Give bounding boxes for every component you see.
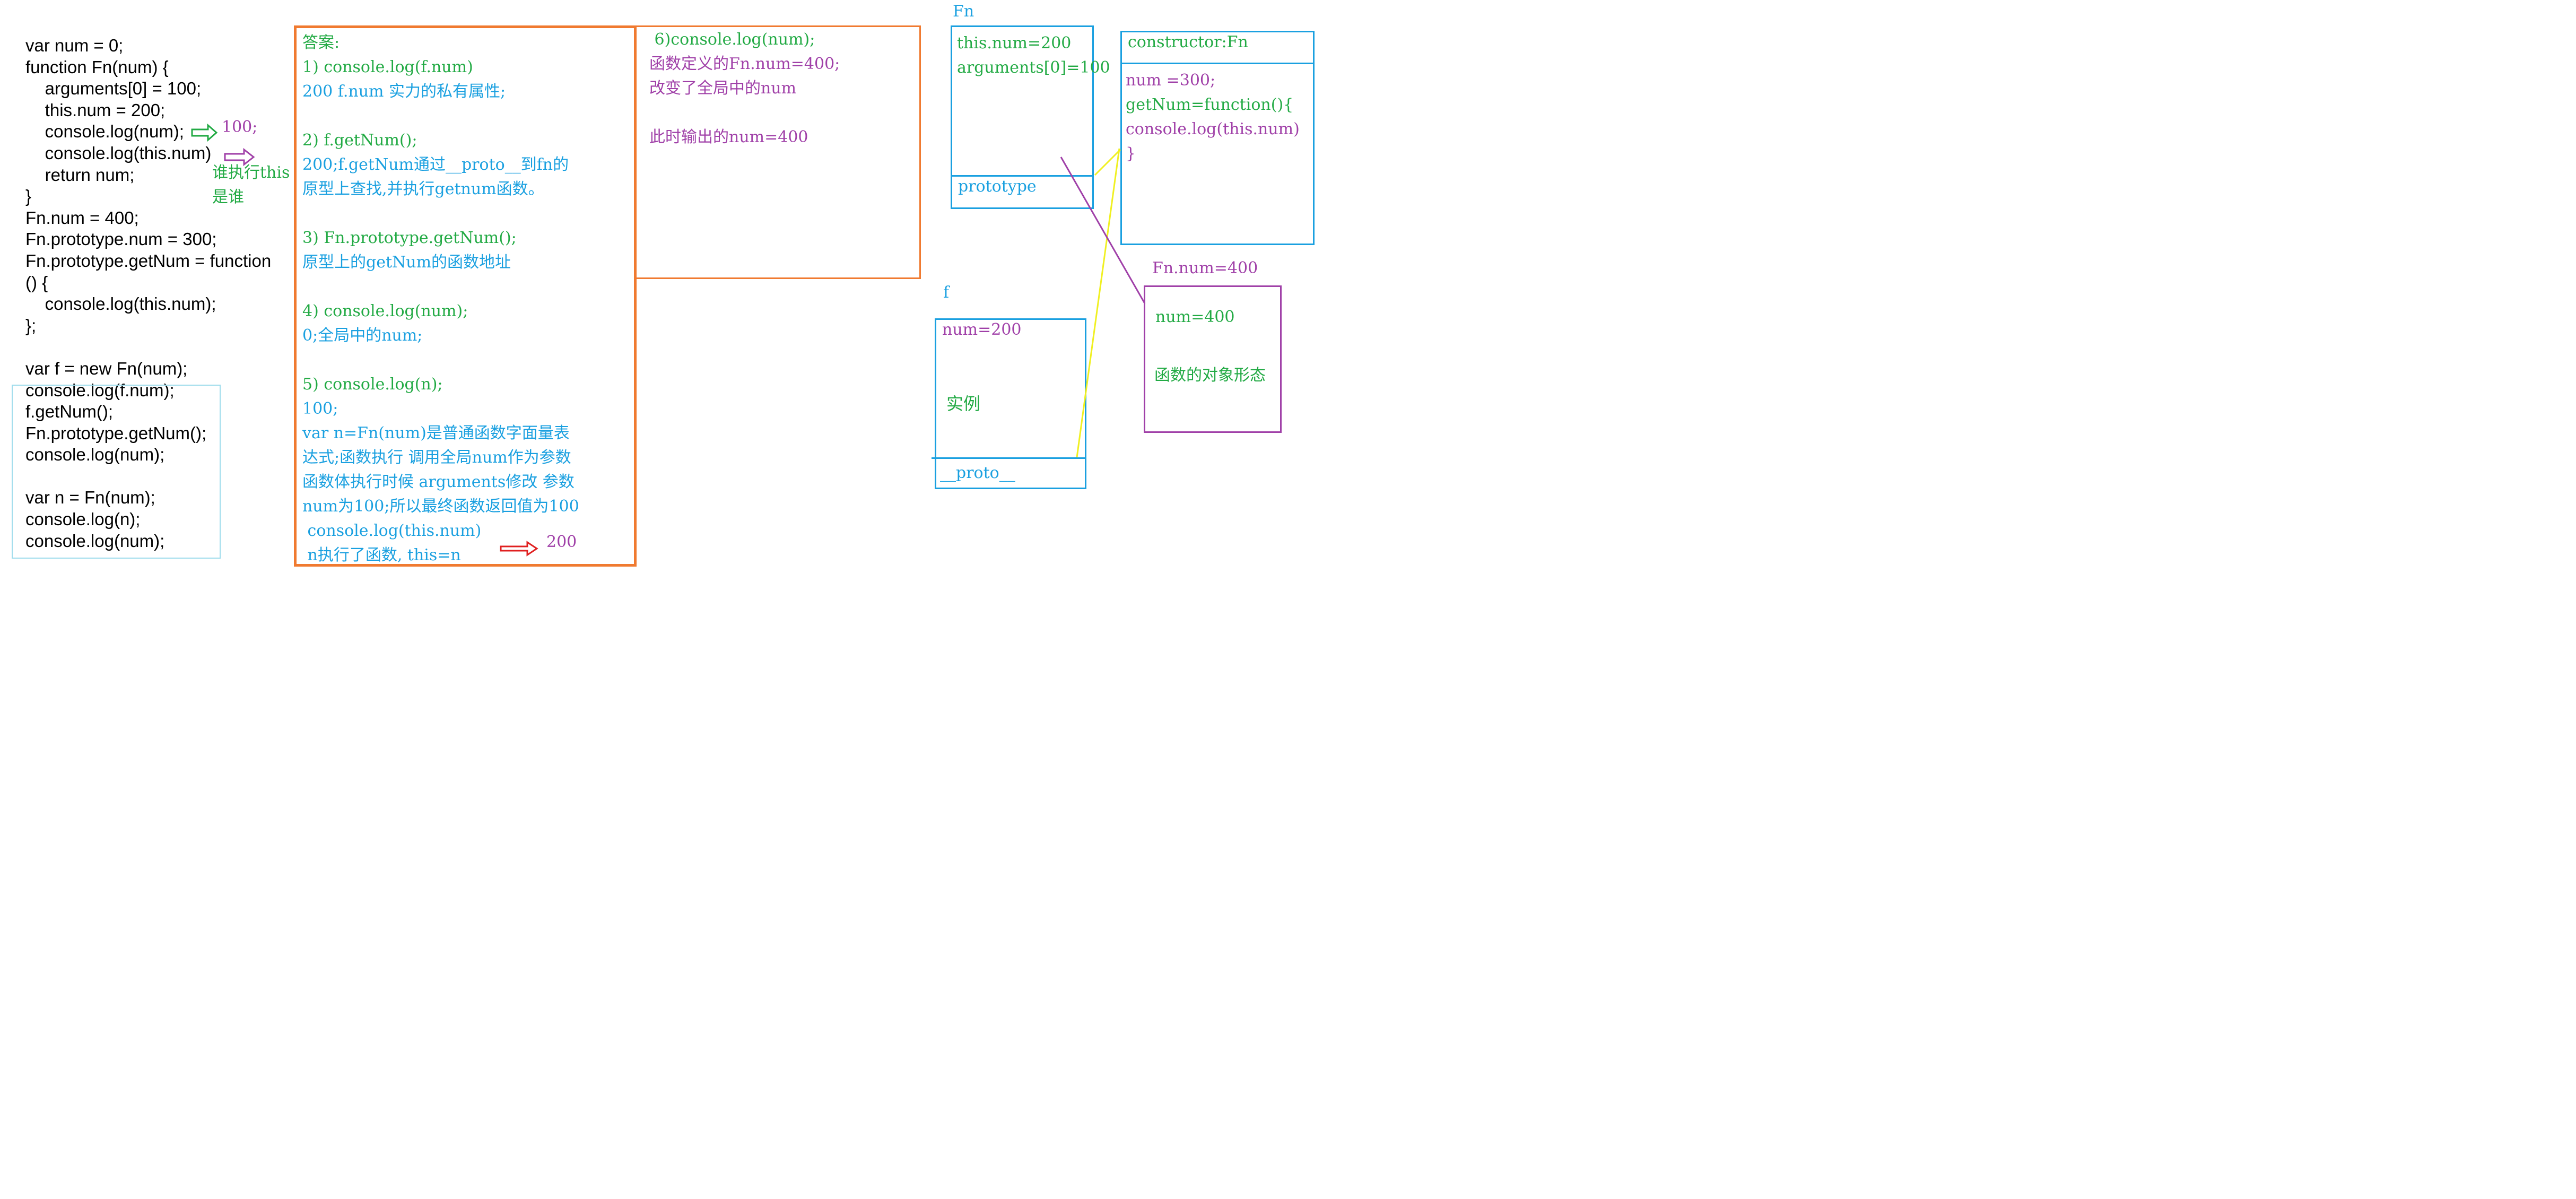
fn-static-desc: 函数的对象形态 (1154, 366, 1266, 385)
answer-text: 答案: 1) console.log(f.num) 200 f.num 实力的私有属… (302, 31, 579, 568)
fn-arguments: arguments[0]=100 (957, 58, 1110, 77)
instance-desc: 实例 (946, 394, 981, 414)
purple-arrow-icon (224, 147, 255, 167)
prototype-close-brace: } (1126, 144, 1136, 163)
prototype-header-divider (1120, 63, 1315, 64)
instance-label: f (943, 283, 950, 302)
code-line: var f = new Fn(num); (25, 358, 188, 378)
code-line: Fn.prototype.getNum = function (25, 250, 272, 271)
answer-line: 达式;函数执行 调用全局num作为参数 (302, 448, 571, 467)
fn-static-label: Fn.num=400 (1152, 259, 1258, 277)
prototype-num: num =300; (1126, 71, 1216, 90)
answer6-box (634, 25, 921, 279)
answer-line: 100; (302, 399, 338, 418)
answer-line: 答案: (302, 33, 340, 52)
answer-line: 2) f.getNum(); (302, 131, 417, 150)
answer-box (294, 25, 637, 567)
answer-line: 3) Fn.prototype.getNum(); (302, 229, 517, 247)
fn-this-num: this.num=200 (957, 34, 1072, 53)
code-line: console.log(this.num); (25, 294, 216, 314)
code-line: var num = 0; (25, 36, 124, 55)
code-block: var num = 0; function Fn(num) { arguments… (25, 35, 271, 552)
answer-line: 4) console.log(num); (302, 302, 468, 320)
code-line: console.log(n); (25, 509, 141, 529)
fn-static-link-line (1060, 157, 1146, 304)
code-line: f.getNum(); (25, 402, 114, 422)
instance-proto-divider (932, 457, 1086, 459)
answer-line: n执行了函数, this=n (302, 546, 461, 564)
prototype-link-line (1094, 149, 1121, 176)
code-line: console.log(this.num) (25, 143, 212, 163)
prototype-object-box (1120, 31, 1315, 245)
answer-line: num为100;所以最终函数返回值为100 (302, 497, 579, 516)
answer-line: 此时输出的num=400 (649, 128, 808, 146)
prototype-getnum: getNum=function(){ (1126, 95, 1294, 114)
answer-tail-value: 200 (546, 533, 577, 551)
answer-line: var n=Fn(num)是普通函数字面量表 (302, 424, 570, 442)
code-line: console.log(num); (25, 445, 165, 465)
code-line: console.log(num); (25, 531, 165, 551)
code-line: Fn.prototype.getNum(); (25, 423, 207, 443)
code-line: arguments[0] = 100; (25, 79, 202, 99)
code-line: console.log(num); (25, 121, 184, 142)
answer-line: 函数体执行时候 arguments修改 参数 (302, 473, 575, 491)
answer-line: 6)console.log(num); (649, 30, 815, 49)
prototype-console: console.log(this.num) (1126, 120, 1300, 138)
answer-line: console.log(this.num) (302, 522, 482, 540)
this-note-line1: 谁执行this (212, 163, 290, 182)
code-line: Fn.num = 400; (25, 207, 139, 228)
code-line: this.num = 200; (25, 100, 166, 120)
answer6-text: 6)console.log(num); 函数定义的Fn.num=400; 改变了全局… (649, 28, 840, 150)
answer-line: 200;f.getNum通过__proto__到fn的 (302, 155, 569, 174)
this-note-line2: 是谁 (212, 188, 244, 206)
instance-box (935, 318, 1086, 489)
fn-static-num: num=400 (1155, 308, 1235, 326)
prototype-constructor: constructor:Fn (1128, 33, 1248, 51)
calls-outline (12, 385, 221, 559)
answer-line: 5) console.log(n); (302, 375, 443, 394)
green-arrow-icon (191, 123, 218, 142)
answer-line: 0;全局中的num; (302, 326, 423, 345)
code-line: } (25, 186, 32, 206)
proto-link-line (1076, 148, 1120, 458)
answer-line: 原型上查找,并执行getnum函数。 (302, 180, 544, 198)
code-line: }; (25, 315, 37, 335)
code-line: var n = Fn(num); (25, 488, 155, 508)
answer-line: 1) console.log(f.num) (302, 58, 473, 76)
answer-line: 函数定义的Fn.num=400; (649, 55, 840, 73)
instance-proto-label: __proto__ (940, 464, 1015, 482)
fn-box (951, 25, 1094, 209)
instance-num: num=200 (942, 320, 1022, 339)
answer-line: 200 f.num 实力的私有属性; (302, 82, 506, 101)
fn-label: Fn (953, 2, 974, 21)
code-line: () { (25, 272, 48, 292)
code-line: console.log(f.num); (25, 380, 175, 400)
fn-static-box (1144, 285, 1282, 433)
num-value-note: 100; (222, 118, 258, 136)
red-arrow-icon (500, 541, 538, 557)
answer-line: 原型上的getNum的函数地址 (302, 253, 511, 272)
fn-prototype-divider (951, 175, 1094, 177)
code-line: Fn.prototype.num = 300; (25, 229, 217, 249)
code-line: return num; (25, 164, 135, 185)
fn-prototype-label: prototype (958, 177, 1037, 196)
answer-line: 改变了全局中的num (649, 79, 797, 98)
code-line: function Fn(num) { (25, 57, 169, 77)
